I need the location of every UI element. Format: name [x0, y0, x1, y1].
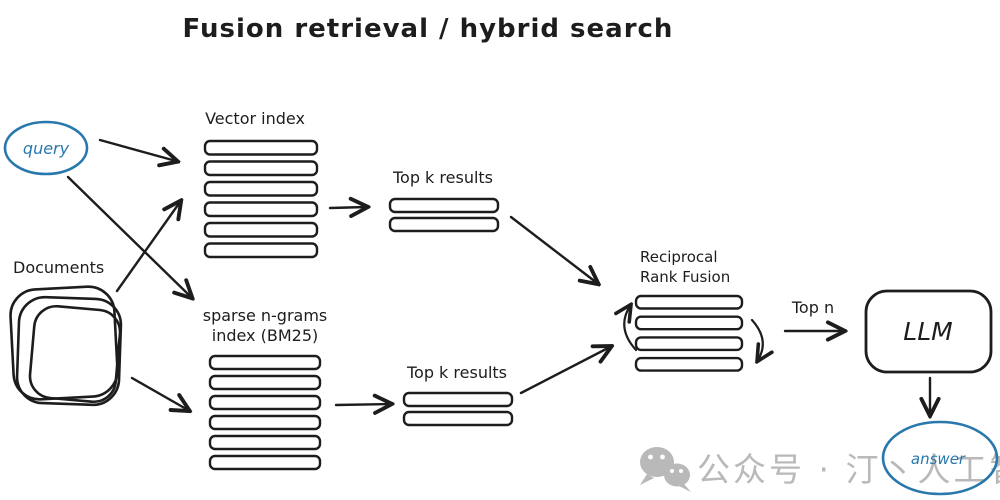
sparse-index-bar [208, 414, 322, 431]
arrow-query-to-vector-index [98, 138, 176, 161]
diagram-title: Fusion retrieval / hybrid search [183, 14, 674, 44]
top-k-lower-label: Top k results [406, 363, 507, 382]
vector-index-bar [203, 180, 319, 197]
rrf-bar [634, 336, 744, 352]
vector-index-label: Vector index [205, 109, 305, 128]
documents-label: Documents [13, 258, 104, 277]
arrow-query-to-sparse-index [66, 175, 191, 297]
top-n-label: Top n [791, 298, 834, 317]
answer-ellipse [881, 420, 999, 496]
arrow-documents-to-vector-index [115, 202, 180, 293]
top-k-lower-bar [402, 410, 514, 427]
rrf-bar [634, 315, 744, 331]
documents-stack-icon [9, 285, 123, 407]
arrow-documents-to-sparse-index [130, 376, 188, 410]
top-k-lower-bar [402, 391, 514, 408]
sparse-index-bar [208, 394, 322, 411]
sparse-index-label-line1: sparse n-grams [203, 306, 328, 325]
sparse-index-bar [208, 354, 322, 371]
top-k-upper-bar [388, 197, 500, 214]
arrow-vector-index-to-top-k [328, 207, 366, 208]
llm-label: LLM [903, 317, 952, 346]
query-label: query [23, 139, 70, 158]
rrf-label-line1: Reciprocal [640, 248, 718, 266]
sparse-index-stack [208, 354, 322, 471]
vector-index-bar [203, 160, 319, 177]
watermark-text: 公众号 · 汀丶人工智能 [697, 450, 1000, 489]
vector-index-bar [203, 201, 319, 218]
sparse-index-bar [208, 454, 322, 471]
vector-index-bar [203, 242, 319, 259]
sparse-index-bar [208, 374, 322, 391]
rrf-cycle-arrow-right [750, 318, 763, 360]
top-k-lower-stack [402, 391, 514, 427]
vector-index-bar [203, 139, 319, 156]
arrow-top-k-upper-to-rrf [509, 215, 597, 283]
vector-index-stack [203, 139, 319, 259]
top-k-upper-stack [388, 197, 500, 233]
rrf-label-line2: Rank Fusion [640, 268, 730, 286]
vector-index-bar [203, 221, 319, 238]
arrow-sparse-index-to-top-k [334, 404, 390, 405]
query-ellipse [3, 120, 89, 176]
wechat-icon [640, 447, 691, 492]
sparse-index-label-line2: index (BM25) [212, 326, 318, 345]
top-k-upper-label: Top k results [392, 168, 493, 187]
rrf-bar [634, 356, 744, 372]
top-k-upper-bar [388, 216, 500, 233]
rrf-stack [634, 294, 744, 372]
answer-label: answer [911, 450, 966, 468]
sparse-index-bar [208, 434, 322, 451]
rrf-cycle-arrow-left [624, 306, 638, 352]
arrow-top-k-lower-to-rrf [519, 347, 610, 395]
llm-box [864, 289, 993, 374]
rrf-bar [634, 294, 744, 310]
